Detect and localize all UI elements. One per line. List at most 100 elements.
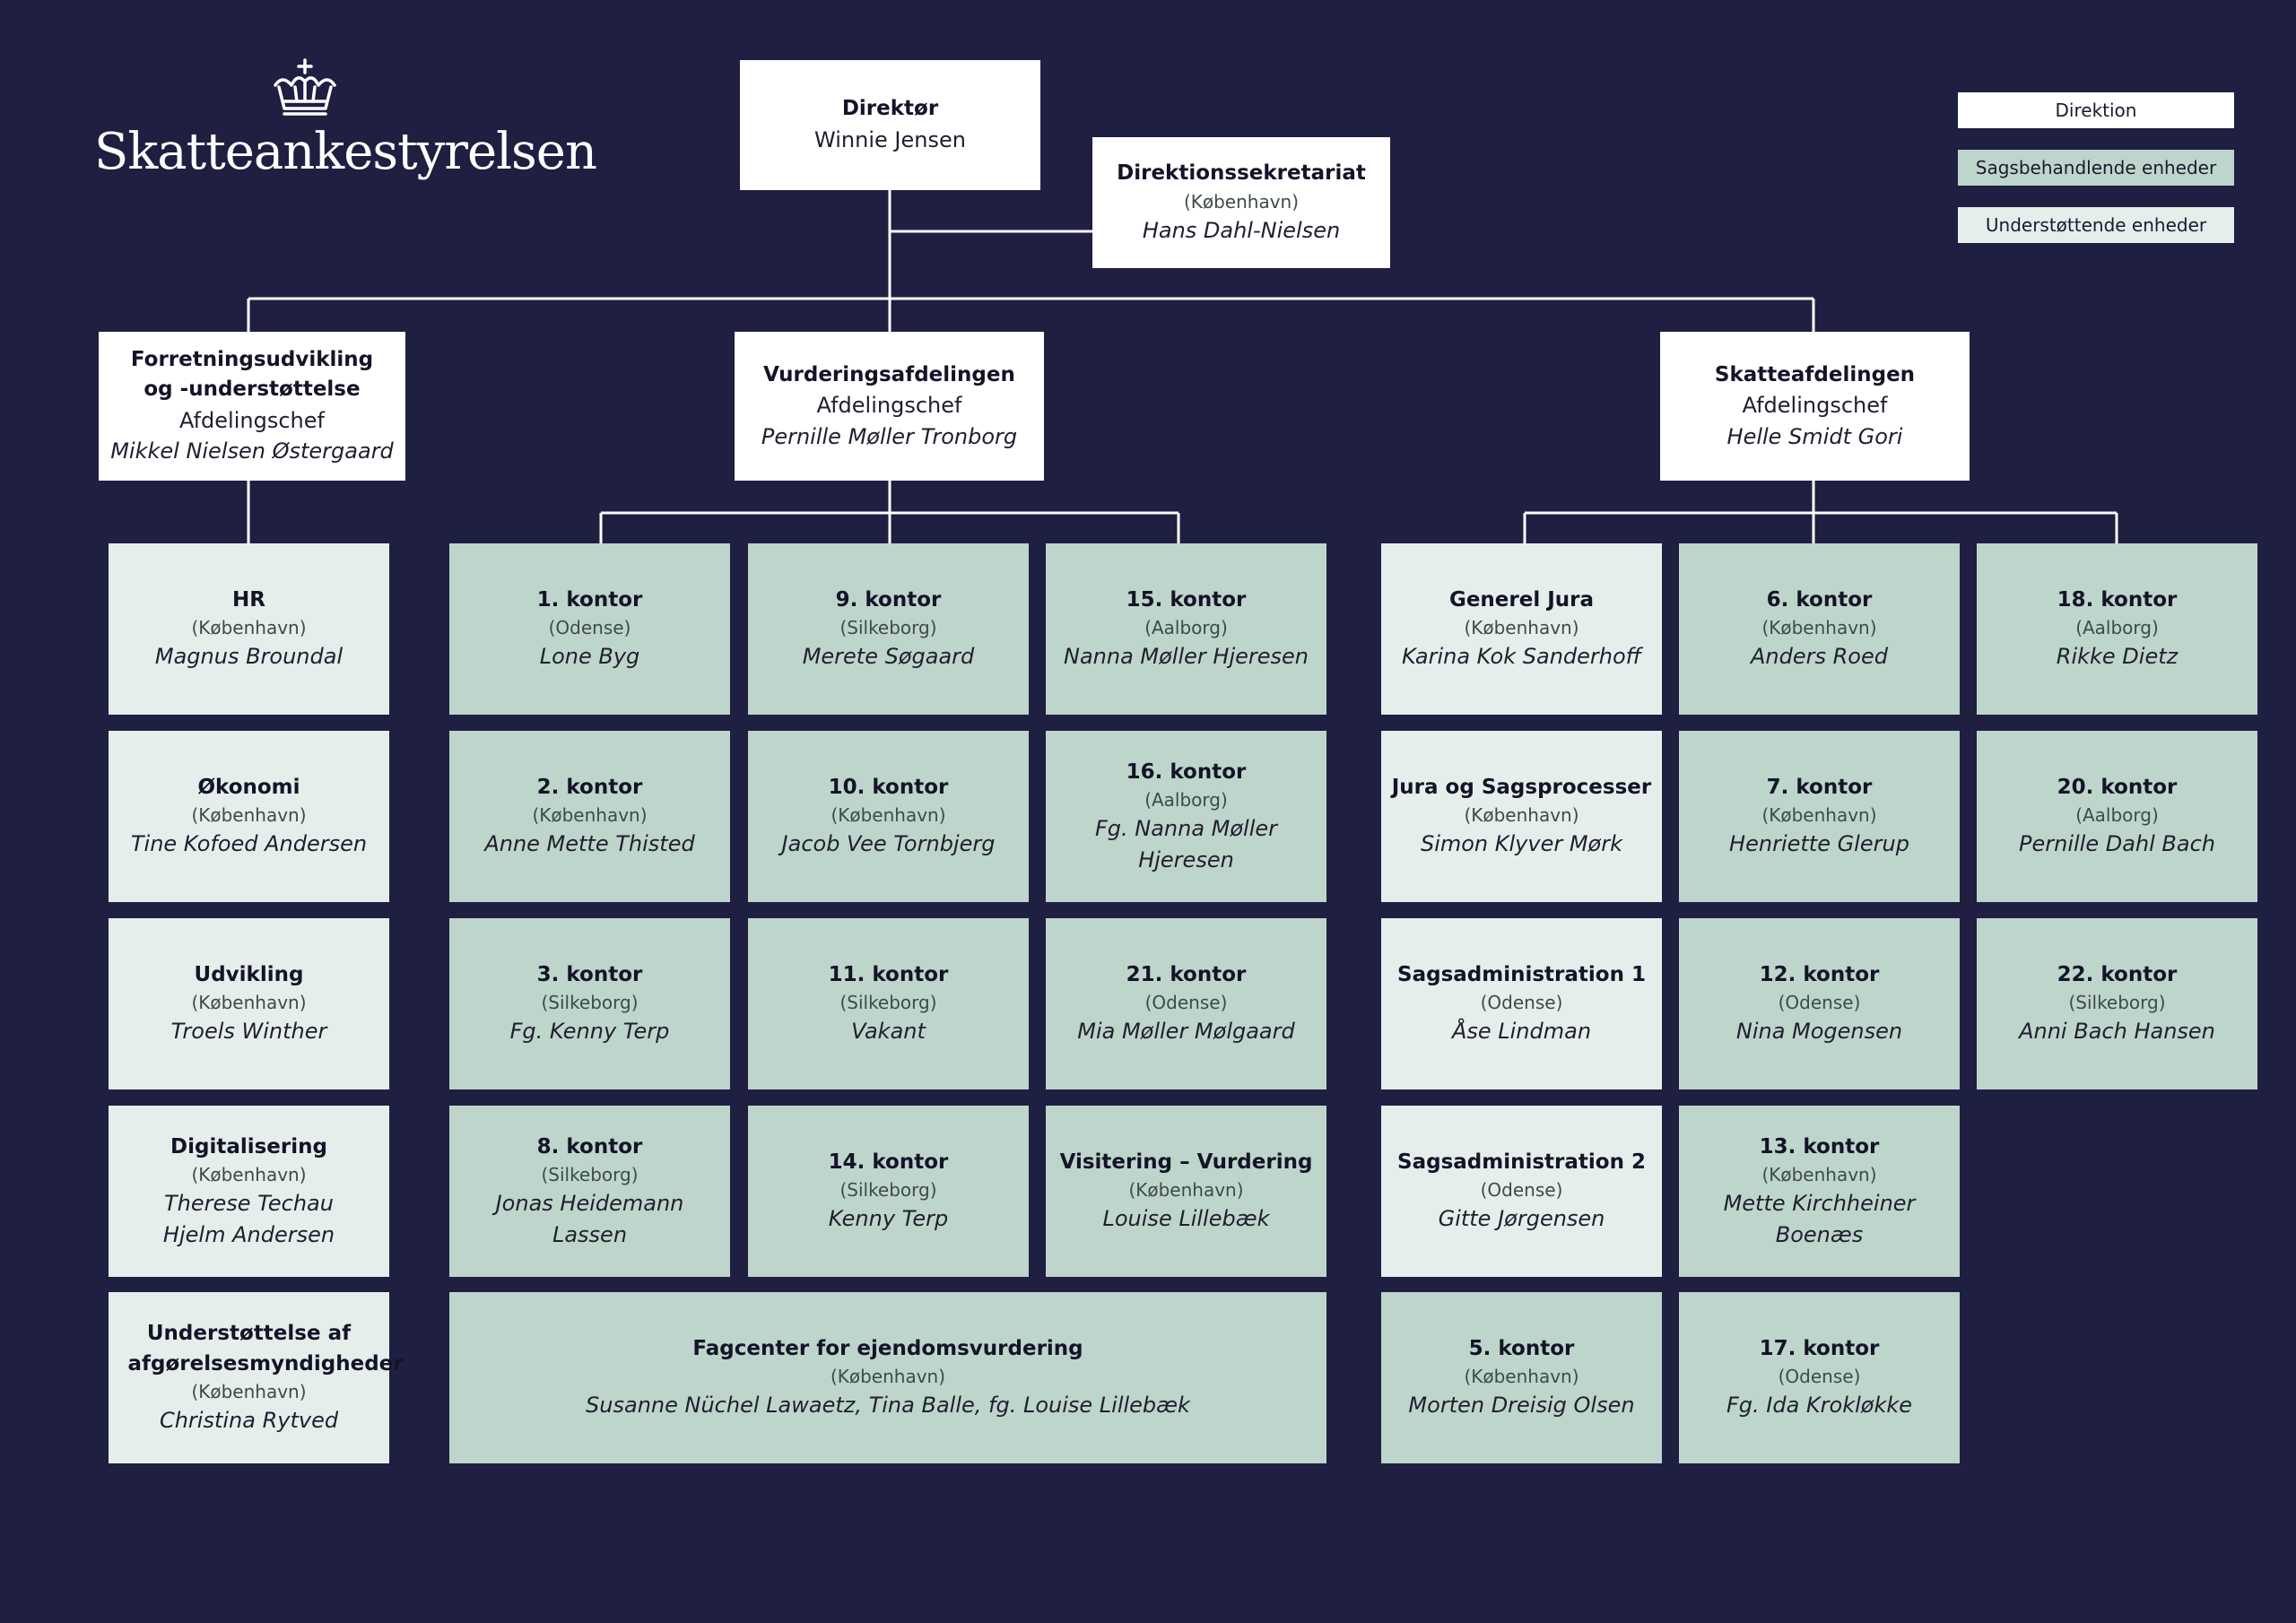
unit-box: 21. kontor (Odense) Mia Møller Mølgaard — [1046, 918, 1326, 1089]
department-box: Skatteafdelingen Afdelingschef Helle Smi… — [1660, 332, 1970, 481]
box-location: (Aalborg) — [2075, 617, 2159, 639]
director-box: Direktør Winnie Jensen — [740, 60, 1040, 190]
box-title: Forretningsudvikling og -understøttelse — [130, 347, 374, 402]
crown-icon — [274, 58, 336, 116]
unit-box: 16. kontor (Aalborg) Fg. Nanna Møller Hj… — [1046, 731, 1326, 902]
unit-box: 15. kontor (Aalborg) Nanna Møller Hjeres… — [1046, 543, 1326, 715]
box-location: (København) — [1761, 617, 1877, 639]
box-location: (Silkeborg) — [839, 992, 937, 1014]
box-location: (København) — [191, 1380, 307, 1402]
box-name: Henriette Glerup — [1729, 831, 1909, 857]
box-role: Afdelingschef — [1742, 392, 1888, 418]
box-title: Visitering – Vurdering — [1059, 1150, 1313, 1174]
box-title: 8. kontor — [536, 1134, 643, 1159]
box-name: Pernille Møller Tronborg — [761, 423, 1018, 449]
box-location: (Odense) — [1778, 992, 1861, 1014]
box-name: Jacob Vee Tornbjerg — [781, 831, 996, 857]
unit-box: 20. kontor (Aalborg) Pernille Dahl Bach — [1977, 731, 2257, 902]
box-location: (København) — [1464, 1366, 1579, 1388]
box-location: (København) — [1761, 1163, 1877, 1185]
unit-box: Jura og Sagsprocesser (København) Simon … — [1381, 731, 1662, 902]
box-title: Økonomi — [197, 775, 300, 799]
box-location: (Silkeborg) — [2068, 992, 2166, 1014]
unit-box: Udvikling (København) Troels Winther — [109, 918, 389, 1089]
box-title: Direktionssekretariat — [1117, 161, 1366, 186]
box-location: (København) — [831, 804, 946, 827]
box-location: (Odense) — [1778, 1366, 1861, 1388]
box-location: (København) — [532, 804, 648, 827]
unit-box: Visitering – Vurdering (København) Louis… — [1046, 1106, 1326, 1277]
box-role: Afdelingschef — [816, 392, 962, 418]
box-title: 18. kontor — [2057, 587, 2178, 612]
box-location: (København) — [191, 617, 307, 639]
secretariat-box: Direktionssekretariat (København) Hans D… — [1092, 137, 1390, 268]
box-location: (København) — [1464, 617, 1579, 639]
unit-box: Sagsadministration 2 (Odense) Gitte Jørg… — [1381, 1106, 1662, 1277]
box-title: Jura og Sagsprocesser — [1391, 775, 1652, 799]
box-location: (København) — [191, 1163, 307, 1185]
box-title: Understøttelse af afgørelsesmyndigheder — [127, 1322, 404, 1376]
unit-box: 22. kontor (Silkeborg) Anni Bach Hansen — [1977, 918, 2257, 1089]
box-title: 13. kontor — [1759, 1134, 1880, 1159]
fagcenter-box: Fagcenter for ejendomsvurdering (Københa… — [449, 1292, 1326, 1463]
box-name: Åse Lindman — [1451, 1019, 1592, 1045]
unit-box: 7. kontor (København) Henriette Glerup — [1679, 731, 1960, 902]
box-name: Susanne Nüchel Lawaetz, Tina Balle, fg. … — [586, 1393, 1190, 1419]
box-name: Nina Mogensen — [1735, 1019, 1903, 1045]
box-name: Mia Møller Mølgaard — [1077, 1019, 1295, 1045]
box-location: (Aalborg) — [1144, 788, 1228, 811]
box-name: Tine Kofoed Andersen — [130, 831, 368, 857]
box-title: Sagsadministration 2 — [1397, 1150, 1646, 1174]
box-location: (Silkeborg) — [541, 1163, 639, 1185]
unit-box: 10. kontor (København) Jacob Vee Tornbje… — [748, 731, 1029, 902]
box-location: (København) — [1183, 190, 1300, 213]
box-location: (Silkeborg) — [839, 1179, 937, 1202]
box-name: Lone Byg — [539, 644, 640, 670]
box-name: Helle Smidt Gori — [1726, 423, 1903, 449]
box-location: (Odense) — [1144, 992, 1228, 1014]
box-name: Jonas Heidemann Lassen — [495, 1190, 684, 1247]
department-box: Forretningsudvikling og -understøttelse … — [99, 332, 405, 481]
box-location: (København) — [1761, 804, 1877, 827]
box-location: (Silkeborg) — [541, 992, 639, 1014]
box-location: (København) — [191, 804, 307, 827]
box-location: (København) — [1464, 804, 1579, 827]
box-title: 14. kontor — [828, 1150, 949, 1174]
box-title: 16. kontor — [1126, 759, 1247, 784]
box-name: Troels Winther — [170, 1019, 327, 1045]
unit-box: Sagsadministration 1 (Odense) Åse Lindma… — [1381, 918, 1662, 1089]
box-location: (Aalborg) — [1144, 617, 1228, 639]
box-title: Sagsadministration 1 — [1397, 962, 1646, 986]
legend-direktion: Direktion — [1958, 92, 2234, 128]
box-title: HR — [232, 587, 265, 612]
box-title: 12. kontor — [1759, 962, 1880, 986]
box-title: 10. kontor — [828, 775, 949, 799]
unit-box: 3. kontor (Silkeborg) Fg. Kenny Terp — [449, 918, 730, 1089]
agency-logo: Skatteankestyrelsen — [94, 58, 597, 193]
box-title: Generel Jura — [1448, 587, 1595, 612]
unit-box: 2. kontor (København) Anne Mette Thisted — [449, 731, 730, 902]
box-name: Anders Roed — [1751, 644, 1888, 670]
unit-box: 8. kontor (Silkeborg) Jonas Heidemann La… — [449, 1106, 730, 1277]
box-name: Magnus Broundal — [154, 644, 344, 670]
box-title: Digitalisering — [170, 1134, 327, 1159]
box-title: Fagcenter for ejendomsvurdering — [692, 1336, 1083, 1360]
unit-box: HR (København) Magnus Broundal — [109, 543, 389, 715]
department-box: Vurderingsafdelingen Afdelingschef Perni… — [735, 332, 1044, 481]
box-title: 17. kontor — [1759, 1336, 1880, 1360]
box-name: Louise Lillebæk — [1102, 1206, 1270, 1232]
unit-box: Generel Jura (København) Karina Kok Sand… — [1381, 543, 1662, 715]
box-title: 3. kontor — [536, 962, 643, 986]
unit-box: 14. kontor (Silkeborg) Kenny Terp — [748, 1106, 1029, 1277]
box-title: 6. kontor — [1766, 587, 1873, 612]
box-title: Vurderingsafdelingen — [763, 362, 1015, 386]
unit-box: 6. kontor (København) Anders Roed — [1679, 543, 1960, 715]
unit-box: Økonomi (København) Tine Kofoed Andersen — [109, 731, 389, 902]
box-name: Kenny Terp — [828, 1206, 949, 1232]
box-name: Christina Rytved — [159, 1407, 339, 1433]
box-name: Merete Søgaard — [802, 644, 975, 670]
box-location: (Odense) — [1480, 992, 1563, 1014]
box-name: Therese Techau Hjelm Andersen — [162, 1190, 335, 1247]
box-title: 9. kontor — [835, 587, 942, 612]
